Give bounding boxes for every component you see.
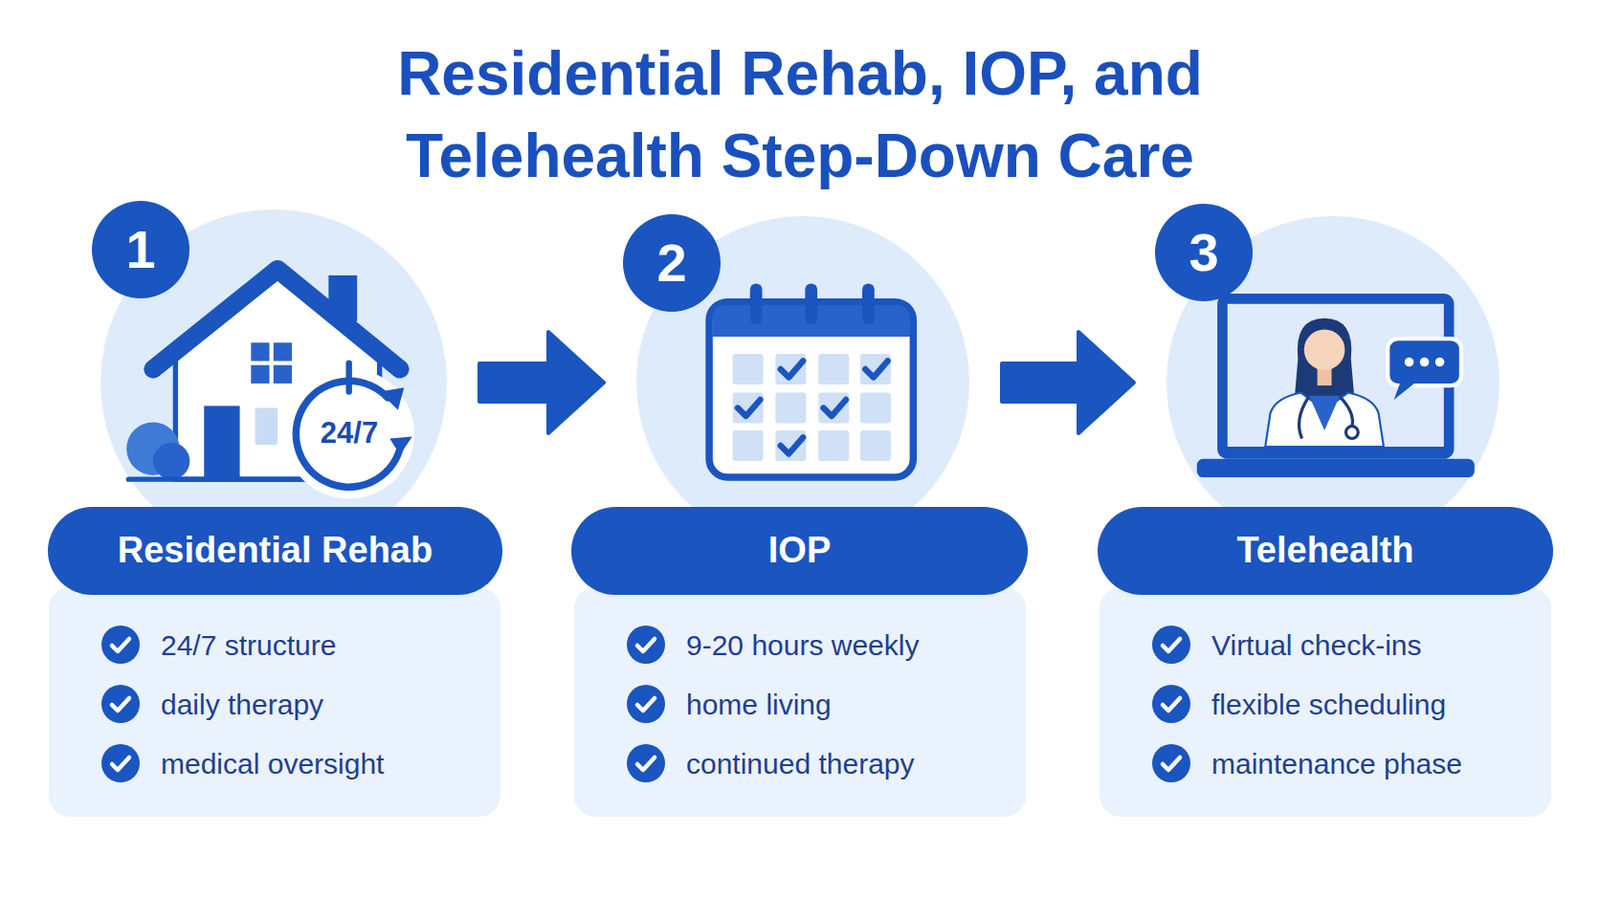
check-icon [101, 685, 140, 724]
check-icon [1152, 744, 1191, 783]
check-icon [626, 625, 666, 665]
stage-details-card: Virtual check-ins flexible scheduling main… [1099, 587, 1552, 818]
clock-label: 24/7 [320, 416, 378, 451]
step-arrow [479, 332, 604, 434]
check-mark [637, 639, 655, 652]
item-text: flexible scheduling [1211, 688, 1446, 721]
checklist-item: flexible scheduling [1152, 674, 1552, 734]
item-text: maintenance phase [1211, 748, 1463, 780]
checklist-item: medical oversight [101, 733, 501, 794]
check-icon [1152, 685, 1191, 724]
step-number-badge: 3 [1155, 203, 1253, 302]
item-text: 24/7 structure [160, 629, 336, 662]
checklist-item: home living [626, 674, 1026, 734]
step-arrow [1001, 332, 1134, 434]
stage-details-card: 9-20 hours weekly home living continued th… [574, 587, 1026, 818]
check-mark [637, 757, 655, 771]
step-number: 2 [656, 236, 687, 290]
step-number: 3 [1188, 225, 1219, 280]
check-icon [626, 685, 666, 724]
stage-title: Telehealth [1236, 531, 1414, 572]
check-mark [1162, 698, 1180, 712]
checklist-item: maintenance phase [1152, 733, 1552, 794]
stage-header-pill: IOP [571, 507, 1028, 596]
stage-title: Residential Rehab [117, 531, 433, 572]
calendar-icon [709, 283, 913, 478]
item-text: 9-20 hours weekly [686, 629, 919, 662]
checklist-item: continued therapy [626, 733, 1026, 794]
check-mark [1162, 639, 1180, 652]
item-text: medical oversight [160, 748, 384, 780]
check-mark [1162, 757, 1180, 771]
checklist-item: Virtual check-ins [1152, 615, 1552, 675]
check-mark [111, 698, 130, 712]
diagram-title: Residential Rehab, IOP, and Telehealth S… [340, 32, 1260, 198]
check-icon [101, 744, 140, 783]
stage-title: IOP [768, 531, 831, 572]
stage-header-pill: Residential Rehab [47, 507, 503, 596]
stage-header-pill: Telehealth [1097, 507, 1554, 596]
checklist-item: daily therapy [101, 674, 501, 734]
check-icon [626, 744, 666, 783]
item-text: daily therapy [160, 688, 324, 721]
check-mark [111, 757, 130, 771]
checklist-item: 24/7 structure [101, 615, 501, 675]
item-text: Virtual check-ins [1211, 629, 1423, 662]
item-text: home living [686, 688, 832, 721]
check-icon [1152, 625, 1191, 665]
check-mark [111, 639, 130, 652]
check-mark [637, 698, 655, 712]
step-number: 1 [125, 222, 156, 277]
laptop-icon [1197, 293, 1475, 478]
step-number-badge: 1 [91, 200, 190, 299]
stage-details-card: 24/7 structure daily therapy medical overs… [48, 587, 501, 818]
item-text: continued therapy [686, 748, 915, 780]
step-number-badge: 2 [622, 214, 721, 312]
checklist-item: 9-20 hours weekly [626, 615, 1026, 675]
check-icon [101, 625, 140, 665]
